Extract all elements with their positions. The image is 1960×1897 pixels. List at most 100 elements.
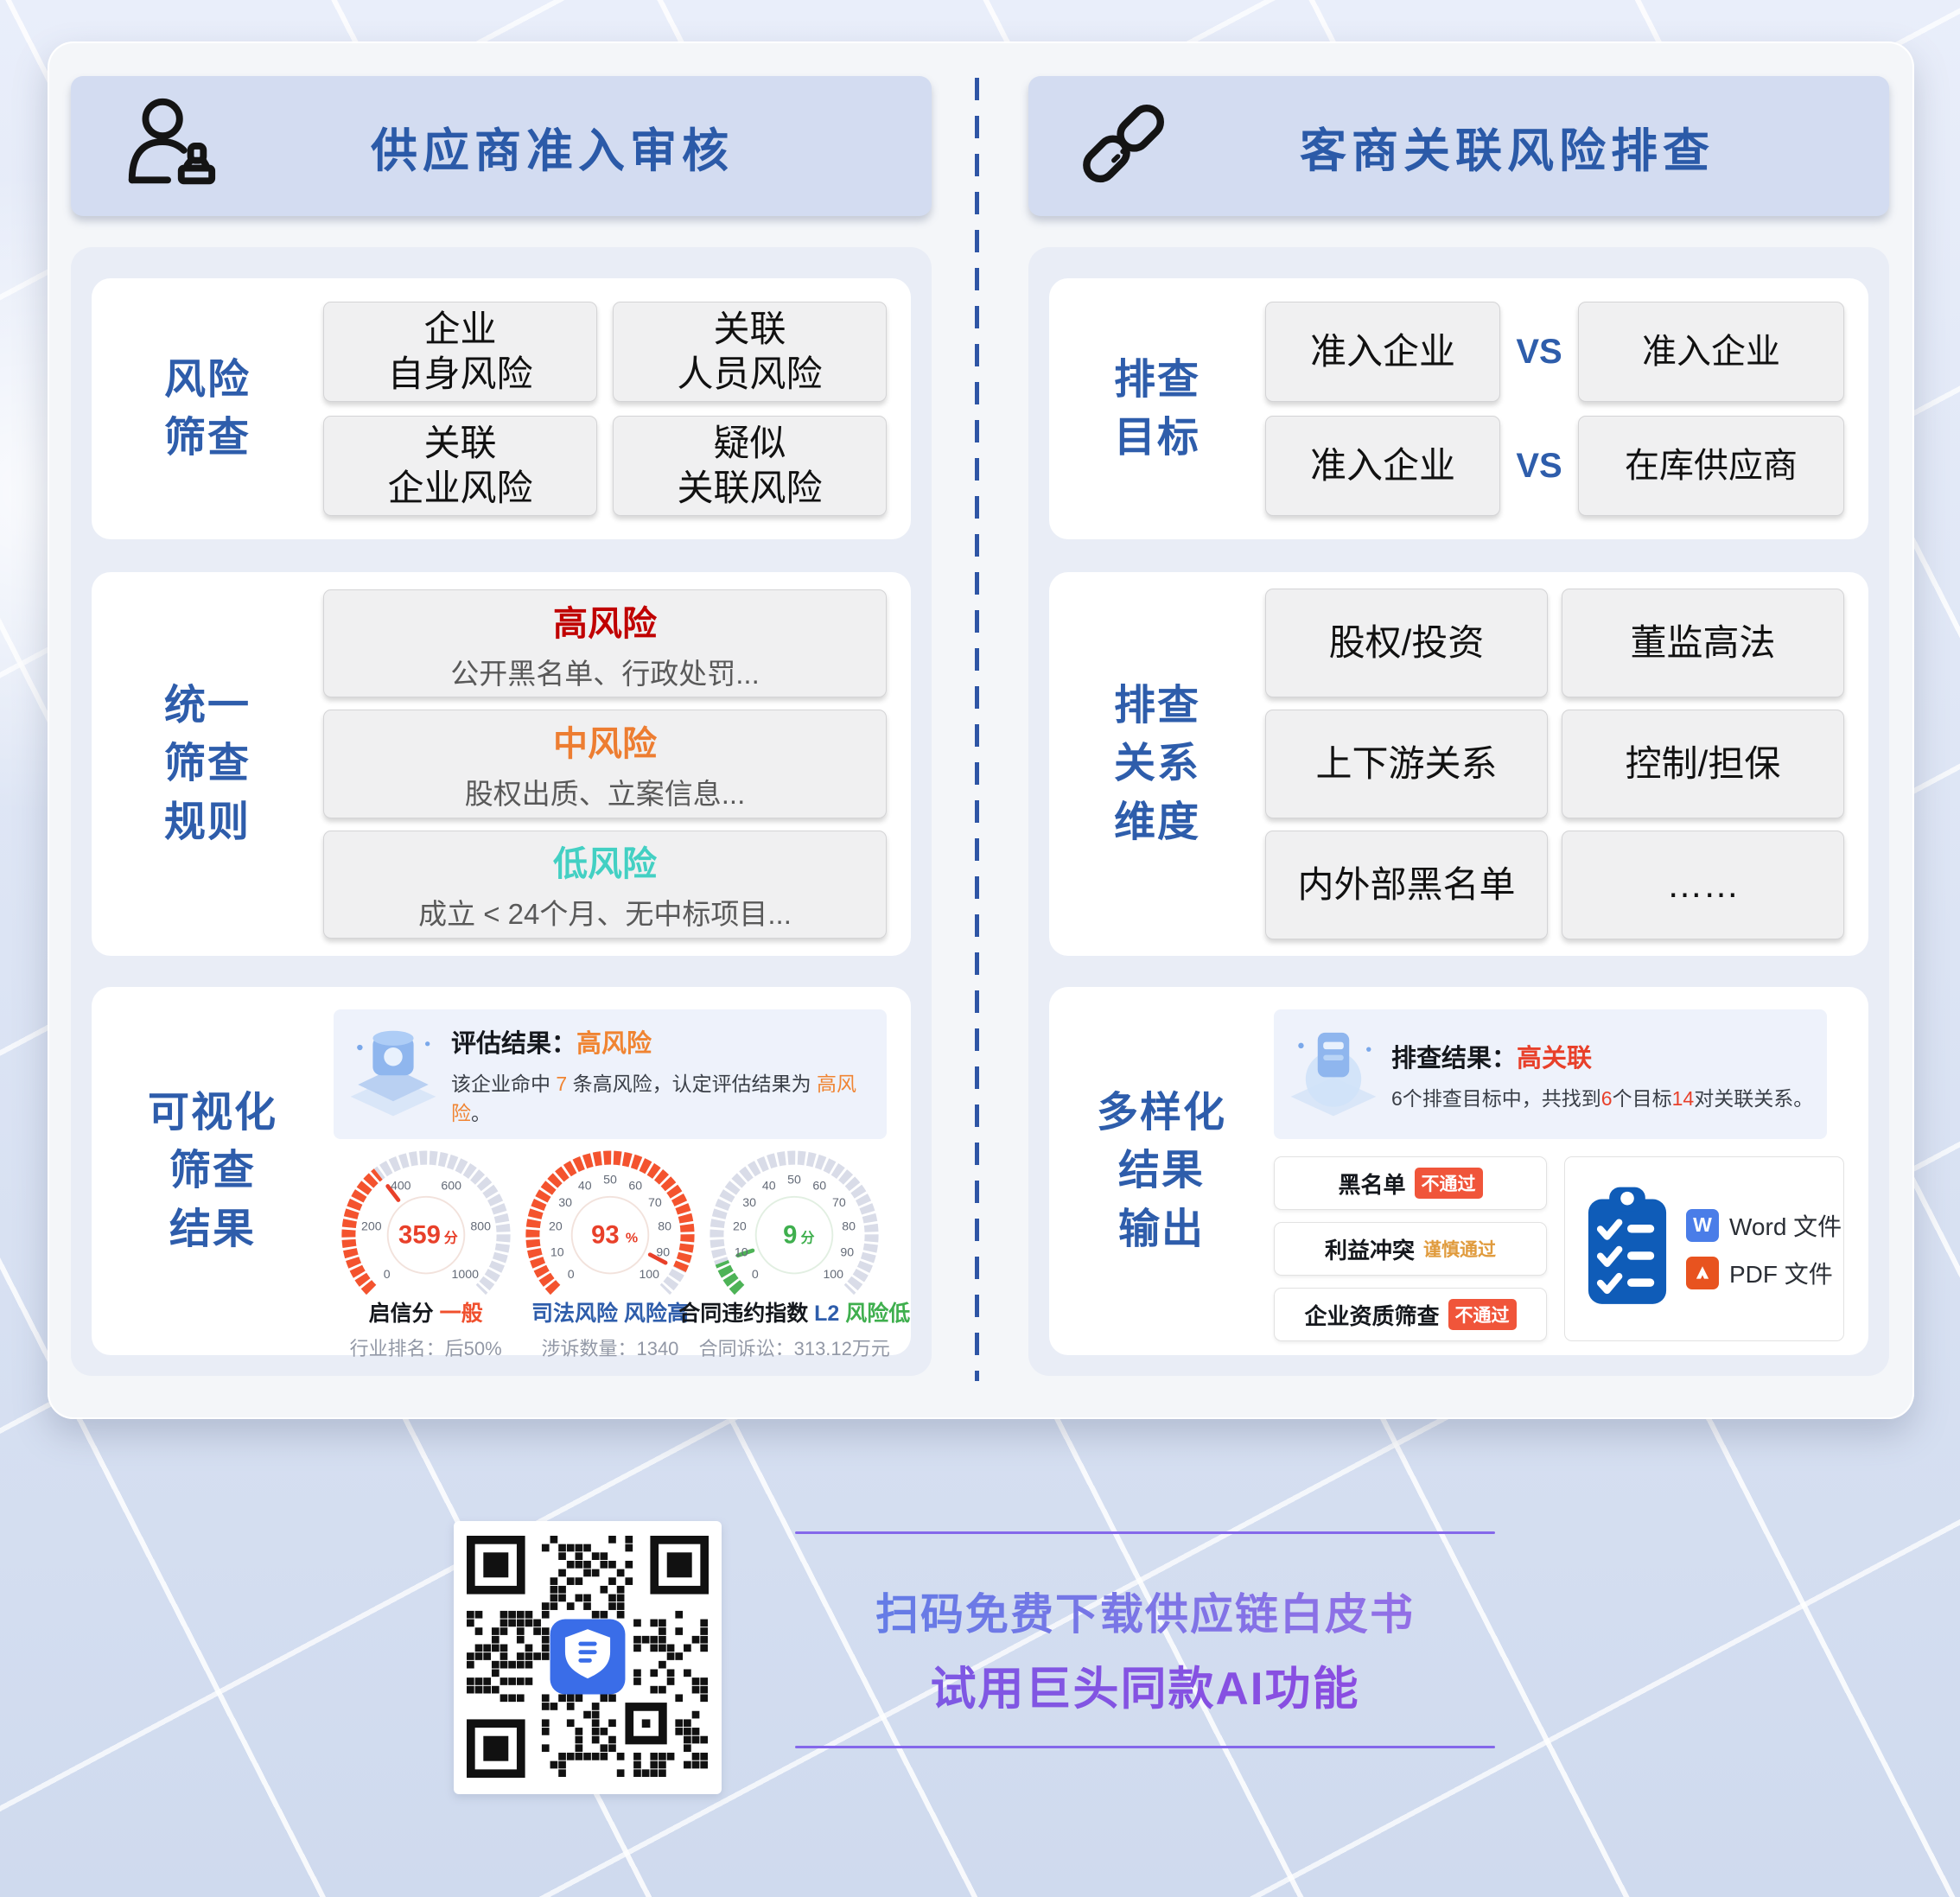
vs-label: VS: [1516, 332, 1562, 371]
right-panel-header: 客商关联风险排查: [1028, 76, 1889, 216]
target-row: 准入企业 VS 准入企业: [1265, 302, 1844, 402]
risk-level-title: 高风险: [553, 604, 657, 643]
svg-text:0: 0: [752, 1267, 759, 1281]
risk-level-desc: 股权出质、立案信息...: [464, 777, 746, 810]
dimension-box: 股权/投资: [1265, 589, 1548, 697]
risk-level-high: 高风险 公开黑名单、行政处罚...: [323, 589, 887, 698]
risk-box: 关联 人员风险: [613, 302, 887, 402]
target-box: 准入企业: [1265, 302, 1500, 402]
assessment-result: 高风险: [576, 1029, 652, 1058]
unified-rules-card: 统一 筛查 规则 高风险 公开黑名单、行政处罚... 中风险 股权出质、立案信息…: [92, 572, 911, 956]
svg-text:80: 80: [658, 1219, 671, 1232]
assessment-3d-icon: [342, 1022, 444, 1128]
chain-link-icon: [1076, 96, 1173, 197]
risk-box: 关联 企业风险: [323, 416, 597, 516]
unified-rules-label: 统一 筛查 规则: [163, 683, 251, 845]
svg-text:359: 359: [398, 1222, 441, 1250]
svg-text:100: 100: [824, 1267, 844, 1281]
svg-text:40: 40: [578, 1178, 592, 1192]
svg-text:30: 30: [743, 1195, 757, 1209]
gauge-qixin-score: 0 200 400 600 800 1000 359 分 启信分 一般 行业排名…: [334, 1149, 518, 1361]
outputs-label: 多样化 结果 输出: [1096, 1090, 1226, 1252]
right-panel-title: 客商关联风险排查: [1300, 124, 1715, 177]
target-box: 在库供应商: [1578, 416, 1844, 516]
svg-text:93: 93: [591, 1222, 620, 1250]
risk-level-mid: 中风险 股权出质、立案信息...: [323, 710, 887, 818]
svg-text:40: 40: [762, 1178, 776, 1192]
svg-text:70: 70: [648, 1195, 662, 1209]
targets-label: 排查 目标: [1113, 356, 1200, 461]
svg-text:9: 9: [783, 1222, 797, 1250]
risk-box: 企业 自身风险: [323, 302, 597, 402]
svg-text:200: 200: [361, 1219, 382, 1232]
assessment-panel: 评估结果：高风险 该企业命中 7 条高风险，认定评估结果为 高风险。: [334, 1009, 887, 1139]
gauge-dial: 0 10 20 30 40 50 60 70 80 90 100 9 分: [710, 1150, 879, 1295]
svg-text:400: 400: [391, 1178, 411, 1192]
visual-results-label: 可视化 筛查 结果: [147, 1090, 277, 1252]
fail-badge: 不通过: [1448, 1299, 1517, 1330]
risk-level-title: 中风险: [553, 724, 657, 763]
export-files-box: W Word 文件 PDF 文件: [1564, 1156, 1844, 1341]
person-stamp-icon: [118, 93, 220, 200]
targets-card: 排查 目标 准入企业 VS 准入企业 准入企业 VS 在库供应商: [1049, 278, 1868, 539]
clipboard-checklist-icon: [1582, 1184, 1672, 1315]
dimension-box: 内外部黑名单: [1265, 831, 1548, 939]
svg-text:50: 50: [787, 1173, 801, 1187]
svg-text:1000: 1000: [451, 1267, 479, 1281]
screening-result-value: 高关联: [1517, 1044, 1593, 1073]
left-panel-title: 供应商准入审核: [371, 124, 734, 177]
dimension-box: 控制/担保: [1562, 710, 1844, 818]
risk-box: 疑似 关联风险: [613, 416, 887, 516]
footer-line2: 试用巨头同款AI功能: [795, 1652, 1495, 1718]
pdf-file-row: PDF 文件: [1686, 1256, 1842, 1290]
svg-text:10: 10: [550, 1245, 564, 1259]
risk-level-desc: 成立 < 24个月、无中标项目...: [418, 898, 792, 931]
footer-top-rule: [795, 1531, 1495, 1534]
warn-badge: 谨慎通过: [1423, 1240, 1496, 1260]
outputs-card: 多样化 结果 输出 排查结果：高关联: [1049, 987, 1868, 1355]
target-box: 准入企业: [1578, 302, 1844, 402]
target-row: 准入企业 VS 在库供应商: [1265, 416, 1844, 516]
fail-badge: 不通过: [1414, 1168, 1483, 1199]
svg-text:90: 90: [656, 1245, 670, 1259]
svg-text:60: 60: [628, 1178, 642, 1192]
svg-text:80: 80: [843, 1219, 856, 1232]
svg-text:20: 20: [549, 1219, 563, 1232]
svg-text:30: 30: [558, 1195, 572, 1209]
assessment-desc: 该企业命中 7 条高风险，认定评估结果为 高风险。: [451, 1072, 856, 1124]
column-divider: [975, 78, 979, 1381]
svg-text:600: 600: [441, 1178, 461, 1192]
svg-text:90: 90: [841, 1245, 855, 1259]
svg-text:60: 60: [813, 1178, 827, 1192]
svg-text:分: 分: [801, 1231, 815, 1246]
word-file-icon: W: [1686, 1208, 1719, 1242]
vs-label: VS: [1516, 446, 1562, 485]
gauge-contract-default: 0 10 20 30 40 50 60 70 80 90 100 9 分: [678, 1149, 910, 1361]
gauge-dial: 0 200 400 600 800 1000 359 分: [341, 1150, 511, 1295]
target-box: 准入企业: [1265, 416, 1500, 516]
risk-screening-label: 风险 筛查: [163, 356, 251, 461]
visual-results-card: 可视化 筛查 结果 评估结果：高风险: [92, 987, 911, 1359]
screening-result-desc: 6个排查目标中，共找到6个目标14对关联关系。: [1391, 1086, 1814, 1110]
risk-level-title: 低风险: [553, 845, 657, 884]
screening-result-prefix: 排查结果：: [1391, 1044, 1518, 1073]
pdf-file-icon: [1686, 1256, 1719, 1289]
left-panel-header: 供应商准入审核: [71, 76, 932, 216]
word-file-row: W Word 文件: [1686, 1208, 1842, 1243]
dimensions-card: 排查 关系 维度 股权/投资 董监高法 上下游关系 控制/担保 内外部黑名单 ……: [1049, 572, 1868, 956]
screening-3d-icon: [1282, 1022, 1384, 1128]
svg-text:0: 0: [568, 1267, 575, 1281]
footer-bottom-rule: [795, 1746, 1495, 1748]
risk-screening-card: 风险 筛查 企业 自身风险 关联 人员风险 关联 企业风险 疑似 关联风险: [92, 278, 911, 539]
check-conflict-of-interest: 利益冲突 谨慎通过: [1274, 1222, 1547, 1276]
svg-text:100: 100: [639, 1267, 659, 1281]
svg-text:10: 10: [735, 1245, 748, 1259]
check-results: 黑名单 不通过 利益冲突 谨慎通过 企业资质筛查 不通过: [1274, 1156, 1547, 1353]
footer-line1: 扫码免费下载供应链白皮书: [795, 1580, 1495, 1642]
dimension-box: 董监高法: [1562, 589, 1844, 697]
svg-text:800: 800: [470, 1219, 491, 1232]
svg-text:20: 20: [733, 1219, 747, 1232]
svg-text:0: 0: [383, 1267, 390, 1281]
assessment-prefix: 评估结果：: [451, 1029, 577, 1058]
